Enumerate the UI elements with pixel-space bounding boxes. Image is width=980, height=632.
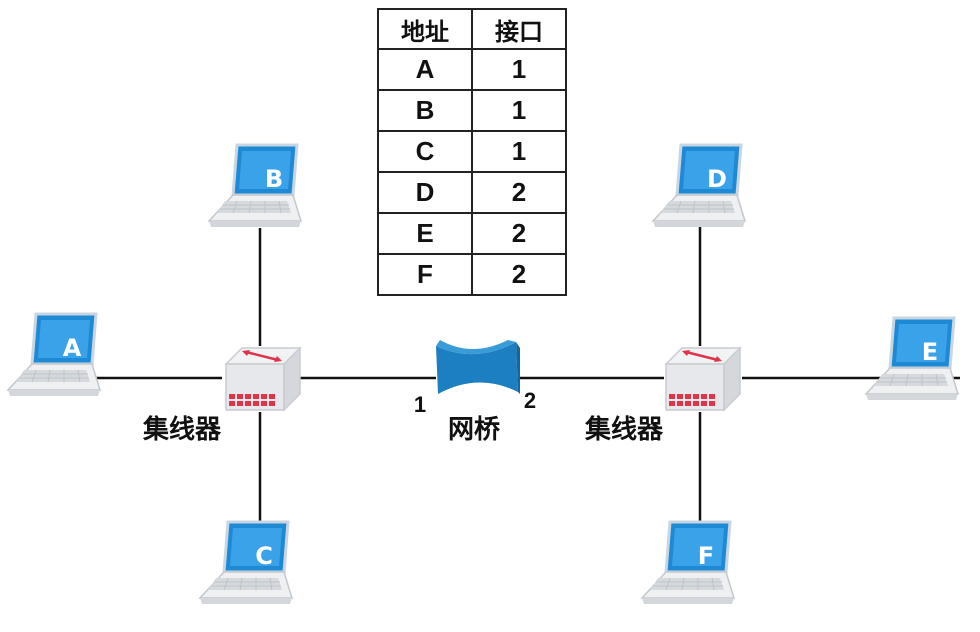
laptop-icon [864,316,960,402]
table-row: C 1 [377,130,567,173]
cell-port: 1 [471,48,567,91]
mac-address-table: 地址 接口 A 1 B 1 C 1 D 2 E 2 F 2 [377,8,567,296]
bridge-port-2: 2 [524,388,536,413]
table-row: A 1 [377,48,567,91]
host-a-label: A [63,334,82,362]
laptop-icon [198,520,294,606]
cell-port: 2 [471,253,567,296]
hub-left[interactable] [224,346,302,412]
host-e[interactable]: E [864,316,960,402]
cell-address: B [377,89,473,132]
laptop-icon [207,143,303,229]
cell-address: D [377,171,473,214]
laptop-icon [651,143,747,229]
bridge-label: 网桥 [448,415,501,445]
bridge-port-1: 1 [414,392,426,417]
host-e-label: E [922,338,938,366]
host-d[interactable]: D [651,143,747,229]
cable-lines [95,220,960,528]
bridge-icon [436,340,520,394]
host-f[interactable]: F [640,520,736,606]
host-b[interactable]: B [207,143,303,229]
laptop-icon [640,520,736,606]
column-header-address: 地址 [377,8,473,50]
host-d-label: D [707,165,727,193]
cell-address: C [377,130,473,173]
cell-address: A [377,48,473,91]
hub-right-label: 集线器 [584,414,664,445]
cell-port: 1 [471,130,567,173]
laptop-icon [6,312,102,398]
cell-port: 2 [471,212,567,255]
cell-port: 1 [471,89,567,132]
hub-right[interactable] [664,346,742,412]
table-row: E 2 [377,212,567,255]
hub-icon [224,346,302,412]
cell-address: F [377,253,473,296]
cell-address: E [377,212,473,255]
table-row: F 2 [377,253,567,296]
host-a[interactable]: A [6,312,102,398]
hub-icon [664,346,742,412]
bridge[interactable] [436,340,520,394]
hub-left-label: 集线器 [142,414,222,445]
cell-port: 2 [471,171,567,214]
table-row: B 1 [377,89,567,132]
host-c-label: C [255,542,273,570]
table-header-row: 地址 接口 [377,8,567,50]
host-f-label: F [698,542,714,570]
column-header-port: 接口 [471,8,567,50]
host-c[interactable]: C [198,520,294,606]
table-row: D 2 [377,171,567,214]
host-b-label: B [265,165,283,193]
